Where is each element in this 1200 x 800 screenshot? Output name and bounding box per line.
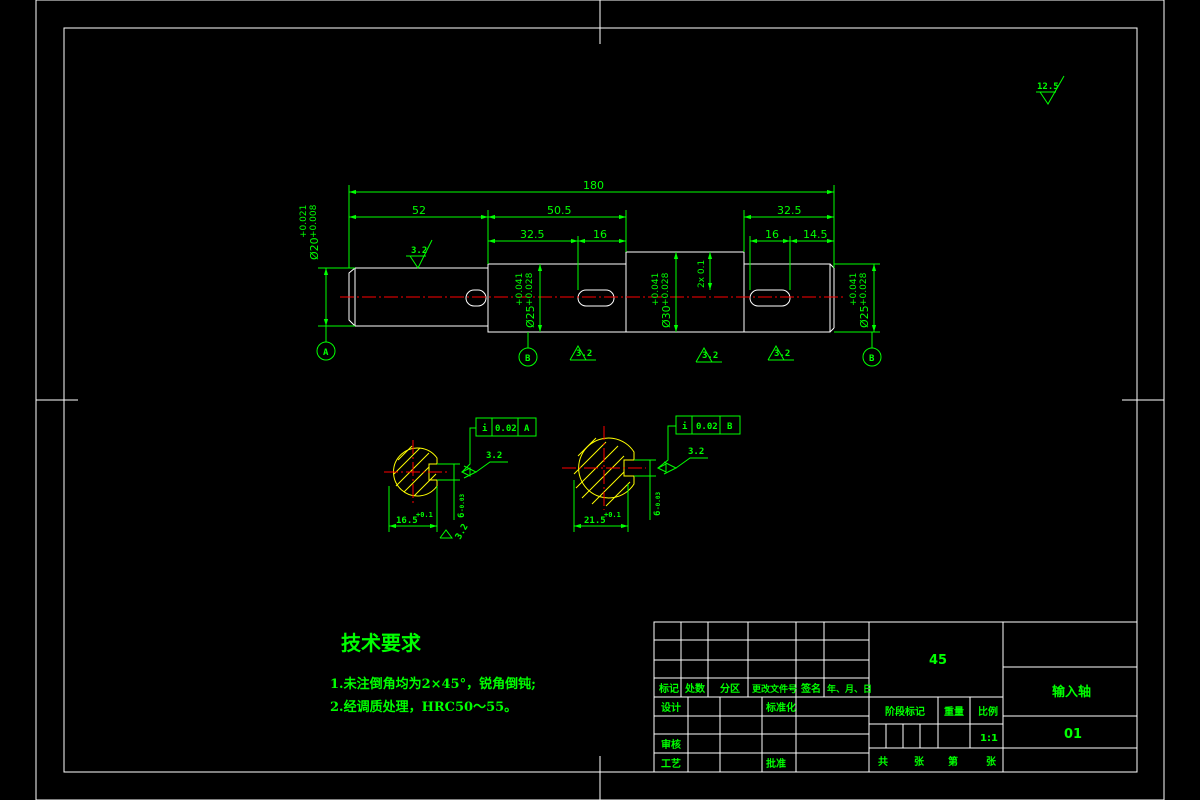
- svg-text:B: B: [727, 422, 733, 432]
- datum-symbol-b: B: [518, 332, 538, 367]
- tb-sheet: 张: [986, 755, 997, 768]
- tb-approve: 批准: [766, 757, 786, 770]
- dim-middle-span: 50.5: [547, 204, 572, 217]
- tech-title: 技术要求: [341, 631, 422, 655]
- svg-text:A: A: [323, 348, 329, 358]
- svg-text:0.02: 0.02: [696, 422, 718, 432]
- svg-text:6: 6: [457, 513, 467, 518]
- dim-left-keyway: 16: [593, 228, 607, 241]
- tb-sheets: 张: [914, 755, 925, 768]
- dim-left-seg: 32.5: [520, 228, 545, 241]
- tb-drawing-no: 01: [1064, 727, 1082, 742]
- tb-review: 审核: [661, 738, 681, 751]
- section-view-left: 16.5 +0.1 i 0.02 A 3.2 6 -0.03 3.2: [384, 417, 537, 542]
- tb-process: 工艺: [661, 757, 681, 770]
- dim-25b-diameter: Ø25 +0.041 +0.028: [849, 272, 871, 328]
- svg-text:16.5: 16.5: [396, 516, 418, 526]
- roughness-symbol: 3.2: [406, 239, 433, 269]
- tb-col-doc: 更改文件号: [752, 683, 797, 695]
- svg-text:+0.021: +0.021: [299, 205, 309, 238]
- svg-text:A: A: [524, 424, 530, 434]
- svg-text:B: B: [525, 354, 531, 364]
- dim-chamfer-note: 2x 0.1: [697, 260, 707, 288]
- tb-part-name: 输入轴: [1052, 684, 1091, 700]
- tb-col-sign: 签名: [800, 682, 821, 695]
- svg-text:+0.041: +0.041: [849, 273, 859, 306]
- dim-total-length: 180: [583, 179, 604, 192]
- datum-symbol-b2: B: [862, 332, 882, 367]
- svg-text:+0.041: +0.041: [651, 273, 661, 306]
- svg-text:B: B: [869, 354, 875, 364]
- tb-design: 设计: [661, 701, 681, 714]
- tb-stage: 阶段标记: [885, 705, 925, 718]
- tb-col-mark: 标记: [658, 682, 679, 695]
- tb-col-count: 处数: [684, 682, 706, 695]
- svg-text:+0.1: +0.1: [416, 511, 433, 519]
- svg-text:-0.03: -0.03: [655, 492, 662, 510]
- svg-text:2x 0.1: 2x 0.1: [697, 260, 707, 288]
- svg-text:Ø25: Ø25: [858, 305, 871, 328]
- tb-total: 共: [878, 755, 888, 768]
- svg-text:Ø30: Ø30: [660, 305, 673, 328]
- dim-30-diameter: Ø30 +0.041 +0.028: [651, 272, 673, 328]
- tech-line-1: 1.未注倒角均为2×45°，锐角倒钝;: [330, 676, 536, 692]
- tb-col-date: 年、月、日: [827, 683, 872, 695]
- svg-text:Ø25: Ø25: [524, 305, 537, 328]
- dim-right-span: 32.5: [777, 204, 802, 217]
- dim-left-diameter: Ø20 +0.021 +0.008: [299, 204, 321, 260]
- svg-text:3.2: 3.2: [454, 522, 471, 541]
- svg-text:+0.028: +0.028: [525, 272, 535, 306]
- title-block: [653, 621, 1138, 773]
- dim-25a-diameter: Ø25 +0.041 +0.028: [515, 272, 537, 328]
- svg-text:0.02: 0.02: [495, 424, 517, 434]
- roughness-symbol: 3.2: [695, 346, 722, 363]
- tb-ratio: 比例: [978, 705, 998, 718]
- tb-col-zone: 分区: [720, 682, 740, 695]
- svg-text:+0.008: +0.008: [309, 204, 319, 238]
- dim-left-journal: 52: [412, 204, 426, 217]
- dimension-lines: [318, 185, 880, 333]
- tb-standard: 标准化: [765, 701, 796, 714]
- svg-text:3.2: 3.2: [774, 349, 790, 359]
- svg-text:3.2: 3.2: [688, 447, 704, 457]
- shaft-outline: [348, 251, 835, 333]
- tb-scale: 1:1: [980, 733, 998, 744]
- datum-symbol-a: A: [316, 326, 336, 361]
- tb-material: 45: [929, 653, 947, 668]
- sheet-border: [35, 0, 1165, 800]
- svg-text:3.2: 3.2: [486, 451, 502, 461]
- default-roughness-value: 12.5: [1037, 82, 1059, 92]
- roughness-symbol: 3.2: [569, 344, 596, 361]
- svg-text:i: i: [682, 421, 688, 432]
- svg-text:+0.041: +0.041: [515, 273, 525, 306]
- technical-requirements: 技术要求 1.未注倒角均为2×45°，锐角倒钝; 2.经调质处理，HRC50～5…: [330, 631, 536, 715]
- dim-right-keyway: 16: [765, 228, 779, 241]
- dim-right-end: 14.5: [803, 228, 828, 241]
- svg-text:i: i: [482, 423, 488, 434]
- tb-page: 第: [948, 755, 958, 768]
- roughness-symbol: 3.2: [767, 344, 794, 361]
- svg-text:6: 6: [653, 511, 663, 516]
- svg-text:3.2: 3.2: [702, 351, 718, 361]
- section-view-right: 21.5 +0.1 i 0.02 B 3.2 6 -0.03: [562, 415, 741, 532]
- tech-line-2: 2.经调质处理，HRC50～55。: [330, 699, 517, 715]
- svg-text:Ø20: Ø20: [308, 237, 321, 260]
- svg-text:3.2: 3.2: [411, 246, 427, 256]
- default-roughness-symbol: 12.5: [1036, 75, 1065, 105]
- svg-text:+0.1: +0.1: [604, 511, 621, 519]
- svg-text:21.5: 21.5: [584, 516, 606, 526]
- svg-text:+0.028: +0.028: [661, 272, 671, 306]
- svg-text:-0.03: -0.03: [459, 494, 466, 512]
- tb-weight: 重量: [944, 705, 964, 718]
- svg-text:+0.028: +0.028: [859, 272, 869, 306]
- svg-text:3.2: 3.2: [576, 349, 592, 359]
